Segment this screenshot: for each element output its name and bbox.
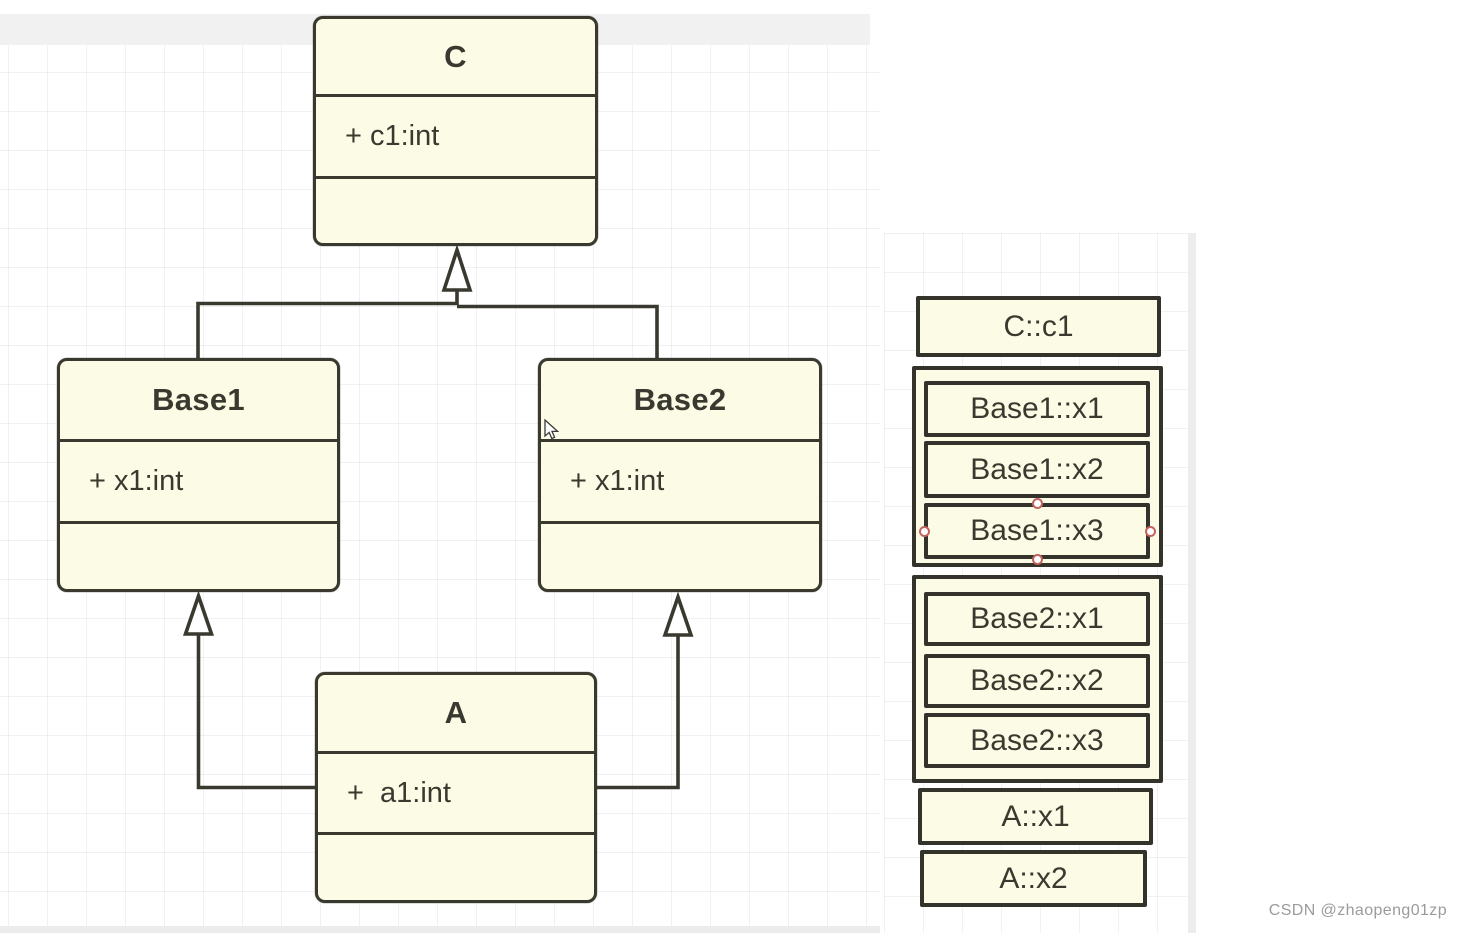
uml-class-base1[interactable]: Base1 + x1:int (57, 358, 340, 592)
memory-cell-label: Base1::x1 (970, 392, 1104, 425)
class-title: Base2 (633, 382, 727, 417)
memory-cell-base2-x1[interactable]: Base2::x1 (924, 592, 1150, 646)
memory-cell-label: C::c1 (1003, 309, 1074, 343)
class-methods-compartment (60, 521, 337, 589)
selection-handle[interactable] (1144, 525, 1156, 537)
memory-cell-label: Base2::x3 (970, 723, 1104, 757)
memory-cell-label: A::x1 (1001, 799, 1070, 833)
csdn-watermark: CSDN @zhaopeng01zp (1268, 902, 1447, 919)
memory-cell-label: Base2::x2 (970, 664, 1104, 697)
memory-cell-c-c1[interactable]: C::c1 (916, 296, 1161, 357)
hollow-triangle-arrowhead (182, 590, 215, 636)
memory-cell-base1-x1[interactable]: Base1::x1 (924, 381, 1150, 437)
memory-cell-label: Base1::x2 (970, 452, 1104, 486)
class-title: A (444, 695, 468, 730)
class-title: C (444, 38, 467, 74)
class-title: Base1 (152, 382, 245, 417)
memory-canvas-scrollbar (1188, 233, 1196, 933)
memory-cell-base1-x3[interactable]: Base1::x3 (924, 503, 1150, 559)
memory-cell-base1-x2[interactable]: Base1::x2 (924, 441, 1150, 498)
generalization-connector-a-generalize-base2[interactable] (597, 591, 694, 790)
class-methods-compartment (316, 176, 595, 243)
class-attribute: + x1:int (541, 439, 819, 521)
memory-cell-a-x1[interactable]: A::x1 (918, 788, 1153, 845)
selection-handle[interactable] (1031, 553, 1043, 565)
selection-handle[interactable] (918, 525, 930, 537)
generalization-connector-base1-base2-generalize-c[interactable] (196, 244, 659, 358)
memory-cell-label: Base2::x1 (970, 602, 1104, 635)
mouse-cursor-icon (544, 419, 560, 440)
memory-cell-base2-x2[interactable]: Base2::x2 (924, 654, 1150, 708)
hollow-triangle-arrowhead (662, 591, 694, 637)
memory-cell-label: A::x2 (999, 861, 1068, 895)
class-methods-compartment (318, 832, 594, 900)
memory-cell-label: Base1::x3 (970, 514, 1104, 547)
class-methods-compartment (541, 521, 819, 589)
uml-class-a[interactable]: A + a1:int (315, 672, 597, 903)
class-attribute: + c1:int (316, 94, 595, 176)
selection-handle[interactable] (1031, 497, 1043, 509)
memory-cell-a-x2[interactable]: A::x2 (920, 850, 1147, 907)
editor-bottom-strip (0, 926, 880, 933)
hollow-triangle-arrowhead (441, 244, 473, 292)
uml-class-c[interactable]: C + c1:int (313, 16, 598, 246)
uml-class-base2[interactable]: Base2 + x1:int (538, 358, 822, 592)
memory-cell-base2-x3[interactable]: Base2::x3 (924, 713, 1150, 768)
class-attribute: + x1:int (60, 439, 337, 521)
generalization-connector-a-generalize-base1[interactable] (182, 590, 316, 790)
class-attribute: + a1:int (318, 751, 594, 832)
